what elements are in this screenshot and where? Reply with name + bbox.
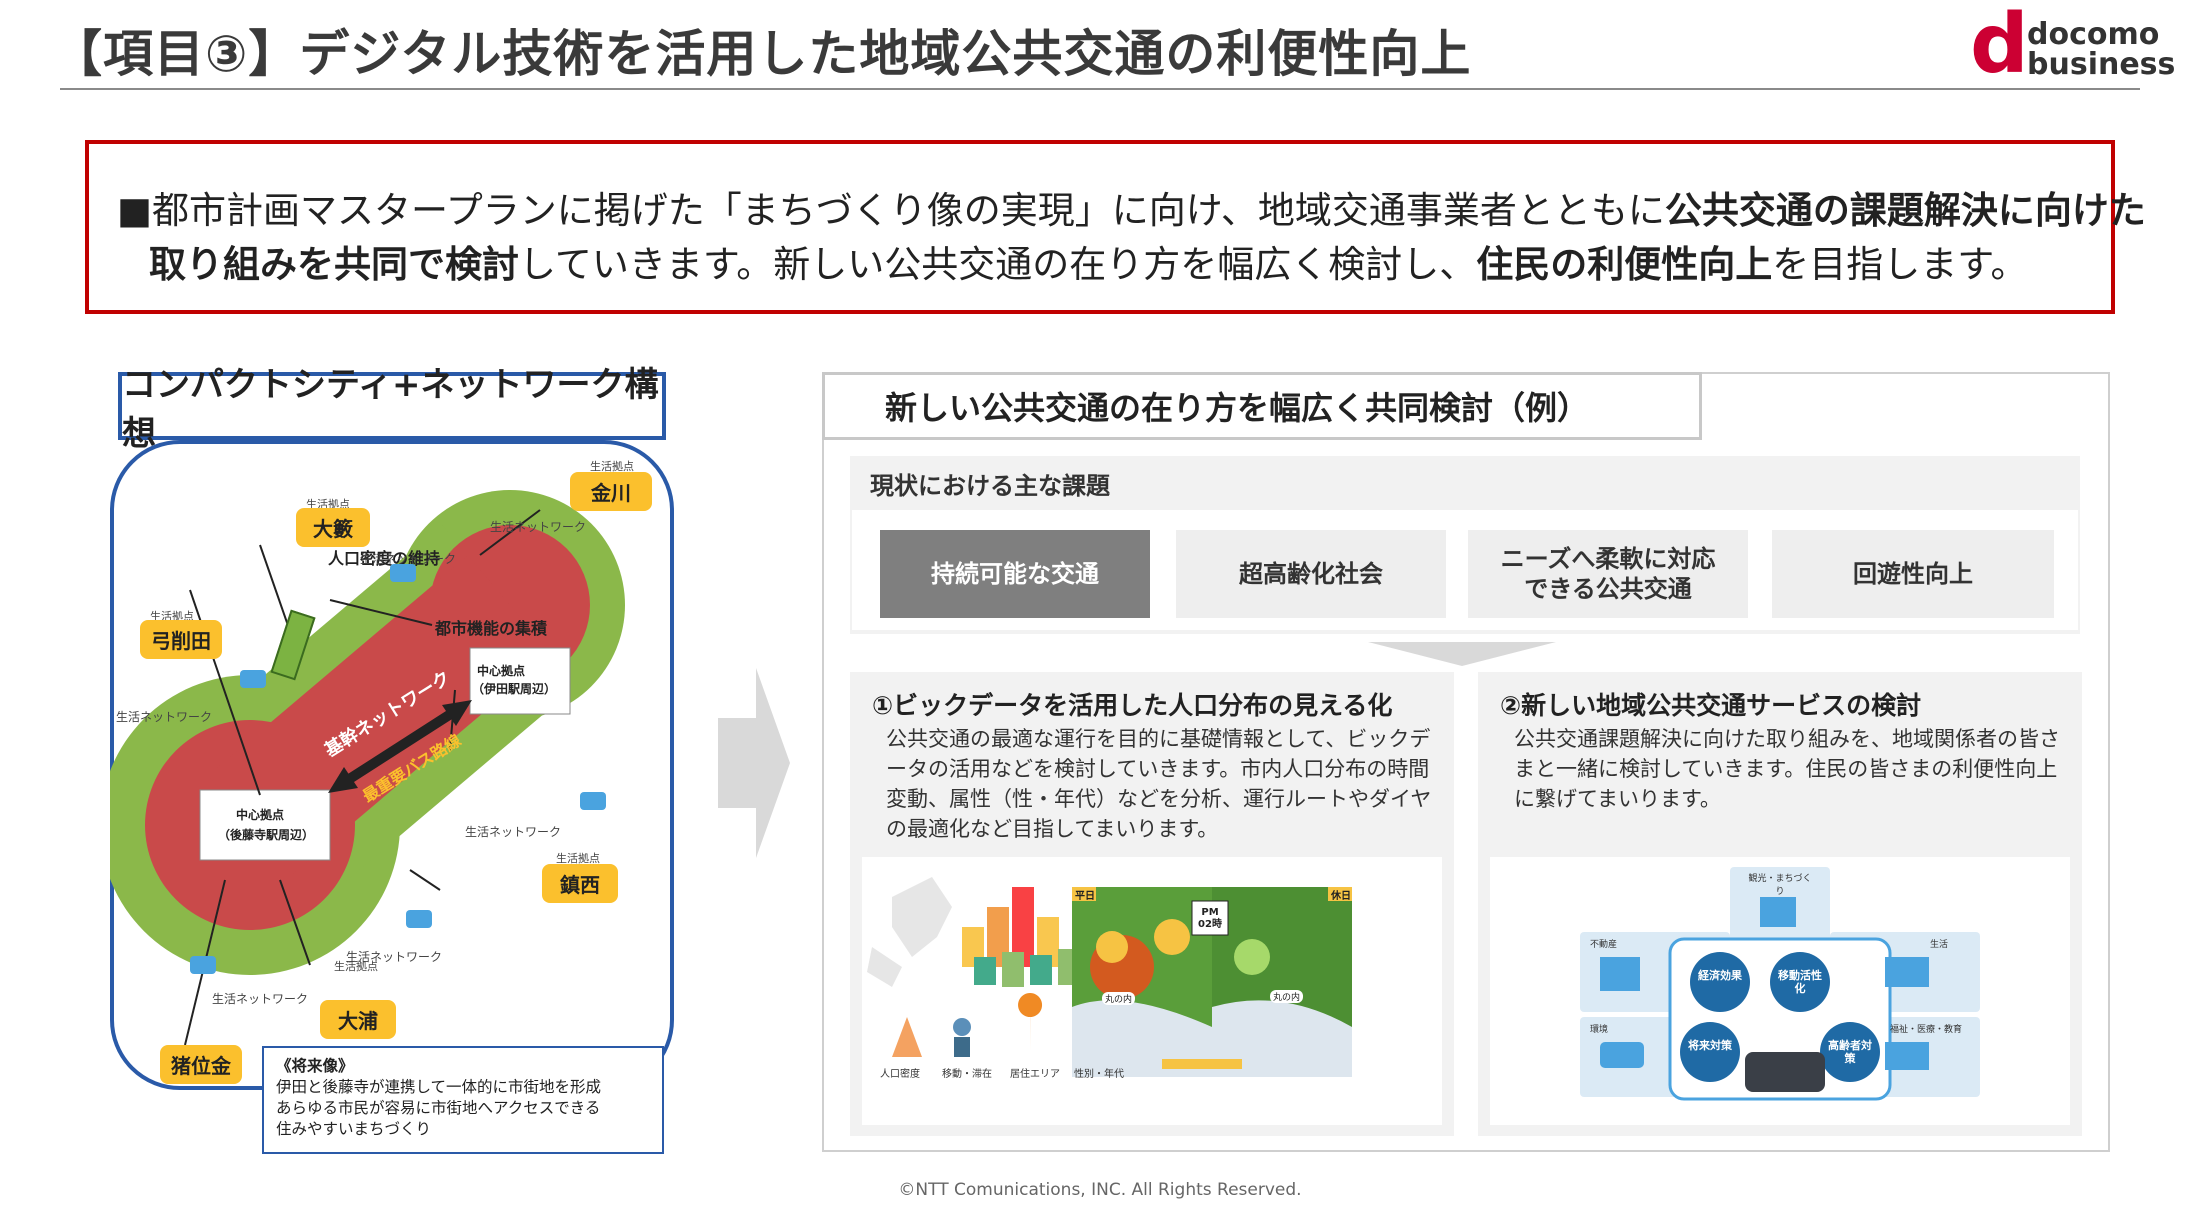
hub-label: 生活拠点	[590, 460, 634, 473]
hub-label: 生活拠点	[334, 960, 378, 973]
map-place-label: 丸の内	[1270, 990, 1304, 1003]
bullet-square: ■	[117, 189, 152, 232]
future-vision-box: 《将来像》 伊田と後藤寺が連携して一体的に市街地を形成 あらゆる市民が容易に市街…	[262, 1046, 664, 1154]
compact-city-title: コンパクトシティ+ネットワーク構想	[118, 365, 666, 454]
service-visual: 観光・まちづくり 不動産 生活 環境 福祉・医療・教育 経済効果 移動活性化 将…	[1490, 857, 2070, 1125]
map-weekday-label: 平日	[1075, 891, 1095, 902]
logo-text-business: business	[2027, 47, 2176, 82]
docomo-business-logo: d docomo business	[1970, 0, 2175, 92]
map-time-label: PM 02時	[1198, 907, 1222, 930]
hub-chinzei: 鎮西	[542, 864, 618, 903]
network-label: 生活ネットワーク	[465, 825, 562, 839]
issues-title: 現状における主な課題	[870, 472, 1110, 500]
network-label: 生活ネットワーク	[360, 552, 457, 566]
map-holiday-label: 休日	[1331, 891, 1351, 902]
hub-iikane: 猪位金	[160, 1045, 242, 1084]
solution-body: 公共交通課題解決に向けた取り組みを、地域関係者の皆さまと一緒に検討していきます。…	[1514, 727, 2060, 811]
icon-caption: 移動・滞在	[942, 1069, 992, 1080]
future-title: 《将来像》	[276, 1057, 354, 1075]
summary-line-2: 取り組みを共同で検討していきます。新しい公共交通の在り方を幅広く検討し、住民の利…	[149, 234, 2028, 288]
circle-label: 経済効果	[1698, 969, 1742, 982]
circle-label: 移動活性化	[1778, 969, 1822, 995]
bus-icon	[390, 564, 416, 582]
issue-line: ニーズへ柔軟に対応	[1500, 545, 1716, 573]
map-place-label: 丸の内	[1102, 992, 1136, 1005]
network-label: 生活ネットワーク	[212, 992, 309, 1006]
down-triangle-icon	[1368, 642, 1556, 666]
summary-emphasis: 住民の利便性向上	[1476, 243, 1773, 286]
tile-label: 環境	[1590, 1025, 1609, 1035]
copyright: ©NTT Comunications, INC. All Rights Rese…	[898, 1180, 1302, 1200]
issue-flexible-transport: ニーズへ柔軟に対応 できる公共交通	[1468, 530, 1748, 618]
hub-oura: 大浦	[320, 1000, 396, 1039]
chevron-right-icon	[718, 668, 790, 858]
summary-line-1: ■都市計画マスタープランに掲げた「まちづくり像の実現」に向け、地域交通事業者とと…	[117, 180, 2146, 234]
summary-emphasis: 取り組みを共同で検討	[149, 243, 519, 286]
future-line: 伊田と後藤寺が連携して一体的に市街地を形成	[276, 1078, 602, 1096]
circle-label: 将来対策	[1688, 1039, 1732, 1052]
center-label-gotoji-sub: （後藤寺駅周辺）	[218, 828, 315, 842]
issue-aging-society: 超高齢化社会	[1176, 530, 1446, 618]
hub-oyabu: 大籔	[296, 508, 370, 547]
compact-city-map: 人口密度の維持 都市機能の集積 基幹ネットワーク 最重要バス路線 中心拠点 （伊…	[110, 440, 674, 1090]
summary-text: を目指します。	[1772, 243, 2028, 286]
summary-text: 都市計画マスタープランに掲げた「まちづくり像の実現」に向け、地域交通事業者ととも…	[151, 189, 1665, 232]
issue-line: できる公共交通	[1524, 575, 1692, 603]
solution-bigdata: ①ビックデータを活用した人口分布の見える化 公共交通の最適な運行を目的に基礎情報…	[850, 672, 1454, 1136]
hub-label: 生活拠点	[306, 498, 350, 511]
hub-yugeta: 弓削田	[140, 620, 222, 659]
issue-sustainable-transport: 持続可能な交通	[880, 530, 1150, 618]
summary-emphasis: 公共交通の課題解決に向けた	[1664, 189, 2146, 232]
solution-body: 公共交通の最適な運行を目的に基礎情報として、ビックデータの活用などを検討していき…	[886, 727, 1432, 841]
solution-heading: ②新しい地域公共交通サービスの検討	[1500, 691, 1922, 720]
bus-icon	[240, 670, 266, 688]
city-map-svg	[110, 490, 625, 1046]
tile-label: 生活	[1930, 940, 1949, 950]
network-label: 生活ネットワーク	[116, 710, 213, 724]
bus-icon	[190, 956, 216, 974]
future-line: あらゆる市民が容易に市街地へアクセスできる	[276, 1099, 601, 1117]
tile-label: 観光・まちづくり	[1748, 874, 1812, 897]
issue-circulation: 回遊性向上	[1772, 530, 2054, 618]
title-divider	[60, 88, 2140, 90]
density-label: 人口密度の維持	[328, 549, 441, 568]
bigdata-visual: 人口密度 移動・滞在 居住エリア 性別・年代 平日 休日 PM 02時 丸の内 …	[862, 857, 1442, 1125]
solution-new-service: ②新しい地域公共交通サービスの検討 公共交通課題解決に向けた取り組みを、地域関係…	[1478, 672, 2082, 1136]
bus-icon	[406, 910, 432, 928]
bigdata-visual-svg	[867, 877, 1352, 1077]
circle-label: 高齢者対策	[1828, 1039, 1872, 1065]
joint-study-title: 新しい公共交通の在り方を幅広く共同検討（例）	[822, 372, 1702, 440]
red-zone	[145, 525, 590, 930]
tile-label: 福祉・医療・教育	[1890, 1025, 1963, 1035]
center-label-ida: 中心拠点	[477, 664, 526, 678]
tile-label: 不動産	[1590, 940, 1618, 950]
page-title: 【項目③】デジタル技術を活用した地域公共交通の利便性向上	[52, 25, 1472, 83]
network-label: 生活ネットワーク	[490, 520, 587, 534]
solution-heading: ①ビックデータを活用した人口分布の見える化	[872, 691, 1393, 720]
hub-label: 生活拠点	[556, 852, 600, 865]
icon-caption: 人口密度	[880, 1069, 920, 1080]
future-line: 住みやすいまちづくり	[276, 1120, 432, 1138]
service-visual-svg	[1580, 867, 1980, 1101]
icon-caption: 性別・年代	[1074, 1069, 1124, 1080]
bus-icon	[580, 792, 606, 810]
network-label: 生活ネットワーク	[346, 950, 443, 964]
center-label-ida-sub: （伊田駅周辺）	[472, 682, 557, 696]
center-boxes	[199, 647, 571, 861]
urban-label: 都市機能の集積	[435, 619, 548, 638]
hub-kanagawa: 金川	[570, 472, 652, 511]
summary-text: していきます。新しい公共交通の在り方を幅広く検討し、	[519, 243, 1477, 286]
trunk-arrow	[328, 700, 472, 793]
center-label-gotoji: 中心拠点	[236, 808, 285, 822]
logo-d-mark: d	[1970, 0, 2029, 92]
icon-caption: 居住エリア	[1010, 1069, 1060, 1080]
logo-text-docomo: docomo	[2027, 17, 2160, 52]
summary-box: ■都市計画マスタープランに掲げた「まちづくり像の実現」に向け、地域交通事業者とと…	[85, 140, 2146, 314]
hub-label: 生活拠点	[150, 610, 194, 623]
